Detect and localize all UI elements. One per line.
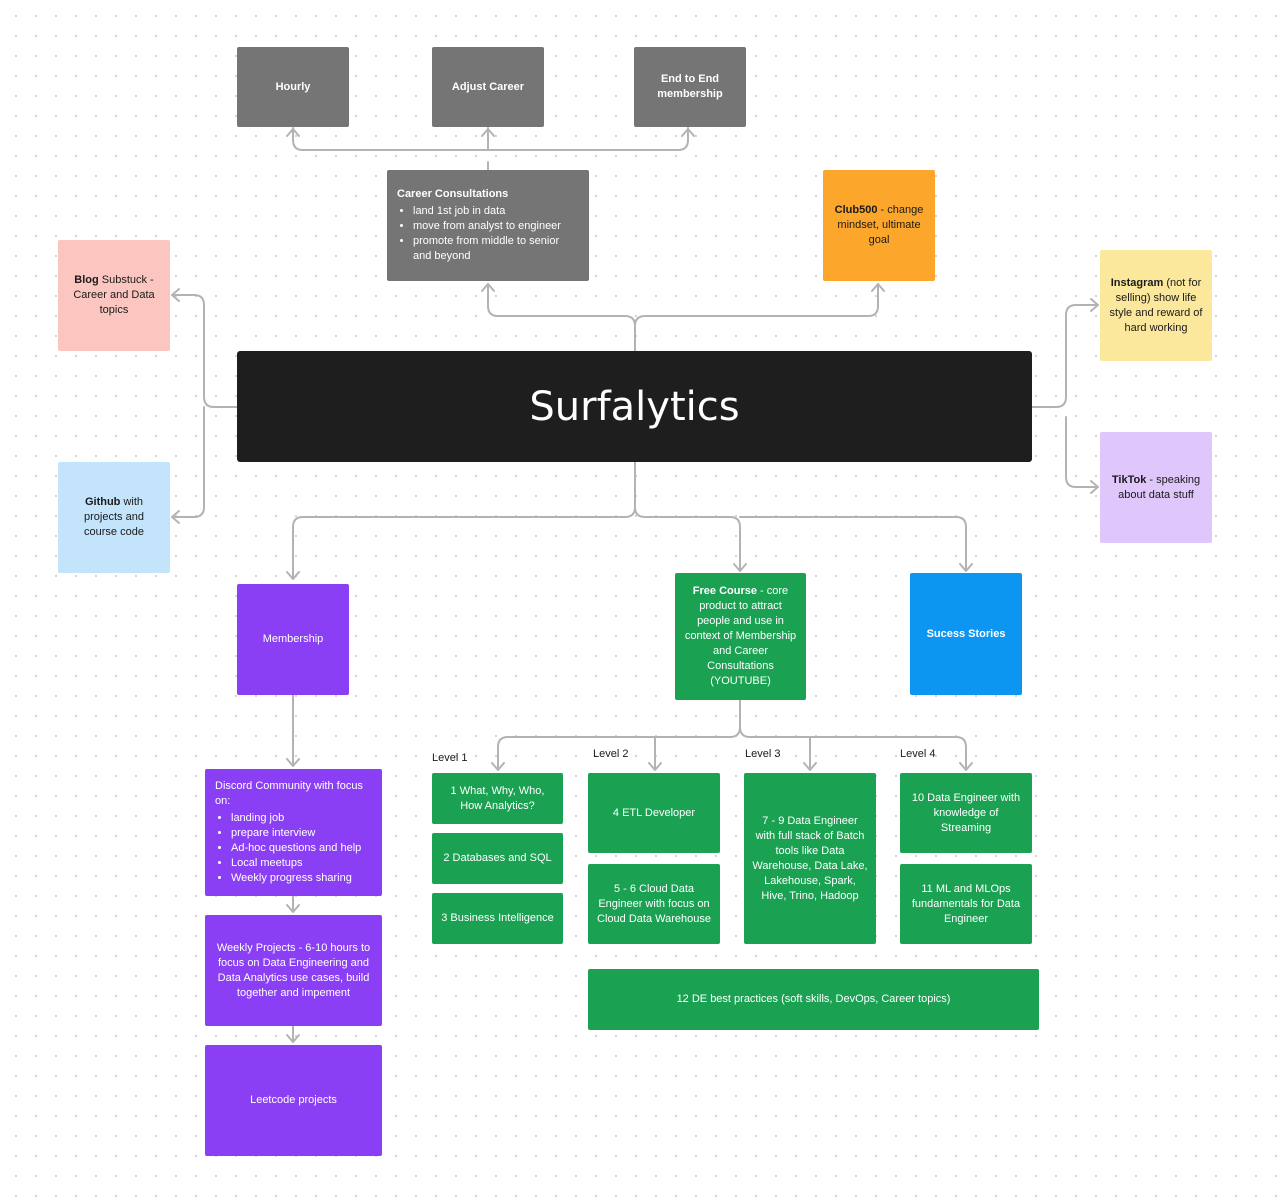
weekly-projects-text: Weekly Projects - 6-10 hours to focus on…	[216, 941, 371, 999]
connector-main-to-right	[1031, 304, 1099, 488]
club500-box[interactable]: Club500 - change mindset, ultimate goal	[823, 170, 935, 281]
success-stories-label: Sucess Stories	[926, 627, 1006, 640]
module-10-text: 10 Data Engineer with knowledge of Strea…	[911, 791, 1021, 834]
list-item: landing job	[231, 811, 361, 826]
list-item: Weekly progress sharing	[231, 871, 361, 886]
module-3-box[interactable]: 3 Business Intelligence	[432, 893, 563, 944]
weekly-projects-box[interactable]: Weekly Projects - 6-10 hours to focus on…	[205, 915, 382, 1026]
discord-title: Discord Community with focus on:	[215, 780, 363, 807]
connector-main-to-left	[171, 294, 238, 518]
career-consultations-title: Career Consultations	[397, 188, 509, 200]
level-3-label: Level 3	[745, 748, 781, 760]
arrow-instagram	[1090, 298, 1099, 312]
tiktok-box[interactable]: TikTok - speaking about data stuff	[1100, 432, 1212, 543]
module-1-box[interactable]: 1 What, Why, Who, How Analytics?	[432, 773, 563, 824]
discord-list: landing job prepare interview Ad-hoc que…	[215, 811, 361, 886]
arrow-adjust-career	[481, 128, 495, 137]
career-consultations-list: land 1st job in data move from analyst t…	[397, 204, 579, 264]
module-7-box[interactable]: 7 - 9 Data Engineer with full stack of B…	[744, 773, 876, 944]
arrow-membership	[286, 571, 300, 580]
module-1-text: 1 What, Why, Who, How Analytics?	[450, 784, 545, 812]
success-stories-box[interactable]: Sucess Stories	[910, 573, 1022, 695]
club500-text: Club500 - change mindset, ultimate goal	[834, 204, 924, 246]
module-10-box[interactable]: 10 Data Engineer with knowledge of Strea…	[900, 773, 1032, 853]
career-consultations-box[interactable]: Career Consultations land 1st job in dat…	[387, 170, 589, 281]
module-2-box[interactable]: 2 Databases and SQL	[432, 833, 563, 884]
arrow-leetcode	[286, 1034, 300, 1043]
github-text: Github with projects and course code	[84, 496, 144, 538]
connector-main-to-bottom	[292, 461, 967, 579]
level-2-label: Level 2	[593, 748, 629, 760]
arrow-discord	[286, 758, 300, 767]
discord-box[interactable]: Discord Community with focus on: landing…	[205, 769, 382, 896]
end-to-end-label: End to End membership	[657, 73, 723, 100]
connector-career-to-top	[292, 127, 689, 171]
level-1-label: Level 1	[432, 752, 468, 764]
arrow-hourly	[286, 128, 300, 137]
module-2-text: 2 Databases and SQL	[443, 852, 552, 864]
list-item: Local meetups	[231, 856, 361, 871]
arrow-end-to-end	[681, 128, 695, 137]
module-12-text: 12 DE best practices (soft skills, DevOp…	[676, 993, 951, 1005]
adjust-career-label: Adjust Career	[451, 80, 525, 93]
arrow-success	[959, 563, 973, 572]
free-course-text: Free Course - core product to attract pe…	[684, 585, 797, 687]
arrow-blog	[171, 288, 180, 302]
arrow-free-course	[733, 563, 747, 572]
module-11-text: 11 ML and MLOps fundamentals for Data En…	[911, 882, 1021, 925]
arrow-level4	[959, 762, 973, 771]
module-5-box[interactable]: 5 - 6 Cloud Data Engineer with focus on …	[588, 864, 720, 944]
arrow-tiktok	[1090, 480, 1099, 494]
list-item: promote from middle to senior and beyond	[413, 234, 579, 264]
hourly-box[interactable]: Hourly	[237, 47, 349, 127]
adjust-career-box[interactable]: Adjust Career	[432, 47, 544, 127]
module-3-text: 3 Business Intelligence	[441, 912, 554, 924]
instagram-box[interactable]: Instagram (not for selling) show life st…	[1100, 250, 1212, 361]
instagram-text: Instagram (not for selling) show life st…	[1109, 276, 1203, 334]
list-item: prepare interview	[231, 826, 361, 841]
github-box[interactable]: Github with projects and course code	[58, 462, 170, 573]
arrow-github	[171, 510, 180, 524]
hourly-label: Hourly	[275, 80, 311, 93]
surfalytics-main-node[interactable]: Surfalytics	[237, 351, 1032, 462]
arrow-level3	[803, 762, 817, 771]
end-to-end-box[interactable]: End to End membership	[634, 47, 746, 127]
list-item: Ad-hoc questions and help	[231, 841, 361, 856]
module-4-box[interactable]: 4 ETL Developer	[588, 773, 720, 853]
list-item: land 1st job in data	[413, 204, 579, 219]
membership-box[interactable]: Membership	[237, 584, 349, 695]
free-course-box[interactable]: Free Course - core product to attract pe…	[675, 573, 806, 700]
connector-main-to-upper	[487, 283, 879, 352]
module-11-box[interactable]: 11 ML and MLOps fundamentals for Data En…	[900, 864, 1032, 944]
tiktok-text: TikTok - speaking about data stuff	[1111, 473, 1201, 501]
arrow-club500	[871, 283, 885, 292]
arrow-level2	[648, 762, 662, 771]
module-4-text: 4 ETL Developer	[612, 806, 696, 819]
module-7-text: 7 - 9 Data Engineer with full stack of B…	[752, 814, 868, 902]
membership-label: Membership	[262, 633, 324, 645]
arrow-weekly	[286, 904, 300, 913]
main-title: Surfalytics	[529, 383, 740, 430]
module-12-box[interactable]: 12 DE best practices (soft skills, DevOp…	[588, 969, 1039, 1030]
arrow-level1	[491, 762, 505, 771]
arrow-career	[481, 283, 495, 292]
level-4-label: Level 4	[900, 748, 936, 760]
module-5-text: 5 - 6 Cloud Data Engineer with focus on …	[597, 882, 711, 925]
leetcode-box[interactable]: Leetcode projects	[205, 1045, 382, 1156]
blog-text: Blog Substuck - Career and Data topics	[73, 274, 155, 316]
leetcode-label: Leetcode projects	[250, 1094, 337, 1106]
list-item: move from analyst to engineer	[413, 219, 579, 234]
blog-box[interactable]: Blog Substuck - Career and Data topics	[58, 240, 170, 351]
connector-course-to-levels	[497, 699, 967, 770]
